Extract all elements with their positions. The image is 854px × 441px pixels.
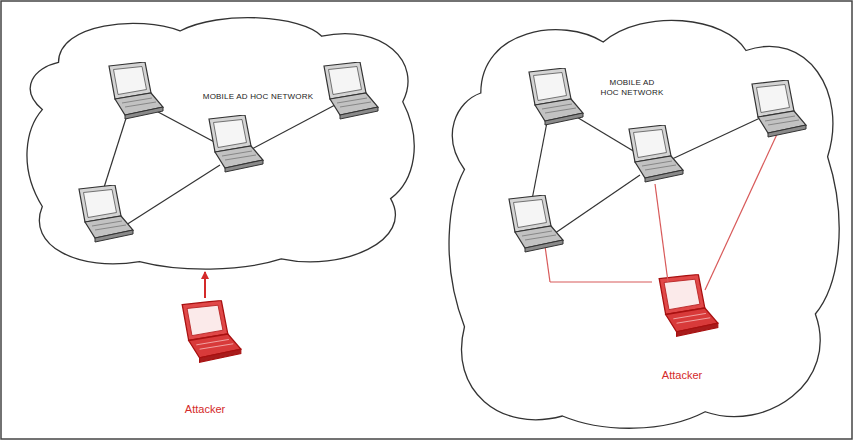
network-cloud: MOBILE AD HOC NETWORK Attacker — [440, 8, 848, 433]
attacker-laptop — [644, 274, 720, 342]
attacker-node: Attacker — [637, 272, 727, 382]
attack-arrow — [204, 272, 206, 298]
cloud-outline — [18, 10, 423, 272]
cloud-outline — [440, 8, 848, 433]
attacker-laptop — [167, 300, 243, 368]
attacker-label: Attacker — [160, 403, 250, 416]
network-cloud: MOBILE AD HOC NETWORK — [18, 10, 423, 272]
attacker-label: Attacker — [637, 369, 727, 382]
network-label: MOBILE AD HOC NETWORK — [188, 92, 328, 102]
network-label: MOBILE AD HOC NETWORK — [600, 78, 664, 98]
attacker-node: Attacker — [160, 298, 250, 416]
